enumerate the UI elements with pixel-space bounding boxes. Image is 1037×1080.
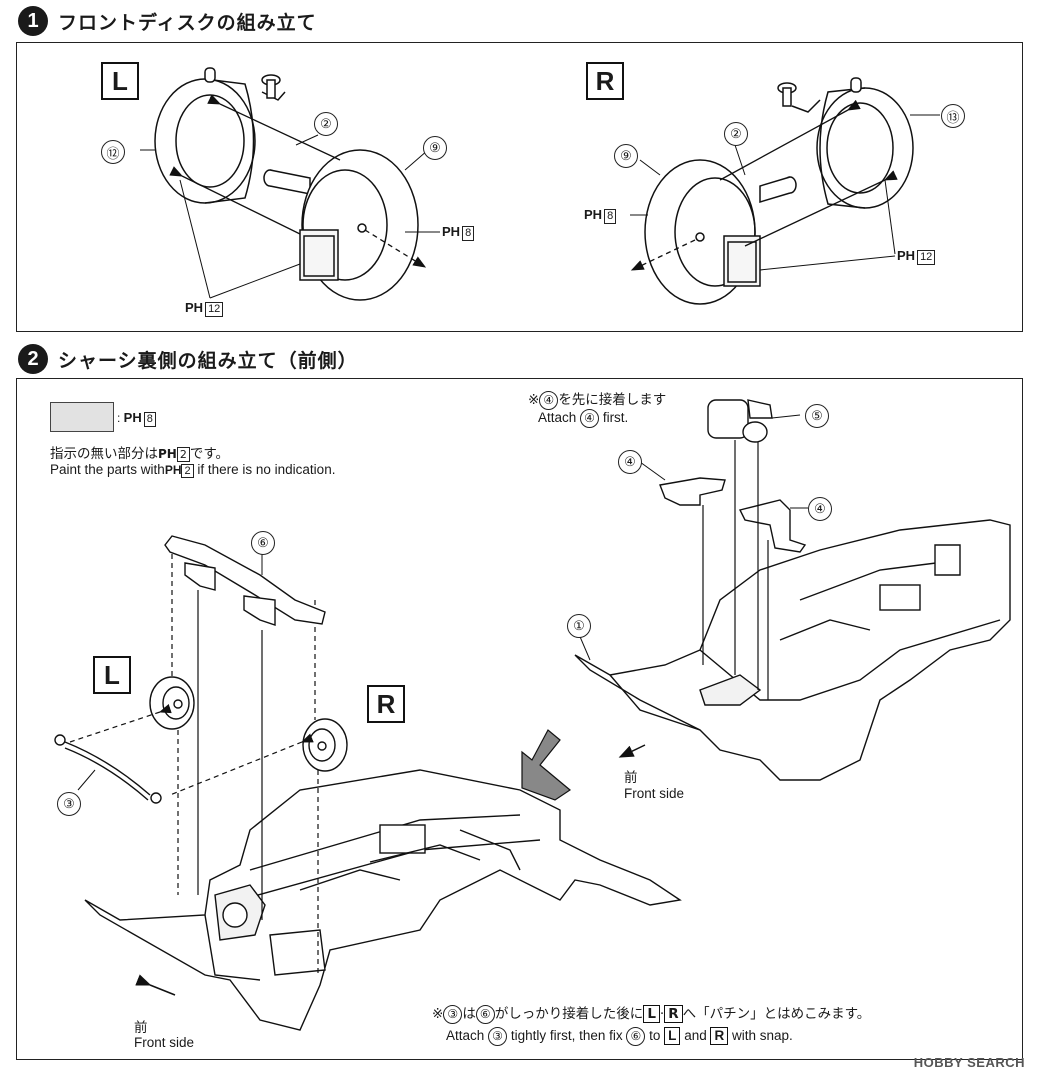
part-2-callout-right: ② <box>724 122 748 146</box>
front-jp-right: 前 <box>624 770 638 786</box>
front-jp-left: 前 <box>134 1020 148 1036</box>
left-side-label: L <box>101 62 139 100</box>
step1-number: 1 <box>18 6 48 36</box>
left-hub-small <box>149 676 195 730</box>
part4a-drawing <box>659 477 726 506</box>
step2-title: シャーシ裏側の組み立て（前側） <box>58 349 358 372</box>
right-hub-drawing <box>777 77 914 209</box>
direction-arrow <box>521 729 572 801</box>
part-1-callout: ① <box>567 614 591 638</box>
left-chassis-drawing <box>84 769 682 1031</box>
part-12-callout: ⑫ <box>101 140 125 164</box>
part-9-callout: ⑨ <box>423 136 447 160</box>
step2-left-label: L <box>93 656 131 694</box>
part-4a-callout: ④ <box>618 450 642 474</box>
front-en-left: Front side <box>134 1035 195 1050</box>
left-hub-drawing <box>154 67 286 204</box>
right-disc-drawing <box>644 159 761 305</box>
step1-header: 1 フロントディスクの組み立て <box>18 6 317 36</box>
bottom-note-en: Attach ③ tightly first, then fix ⑥ to L … <box>446 1027 793 1046</box>
front-en-right: Front side <box>624 786 685 801</box>
step2-header: 2 シャーシ裏側の組み立て（前側） <box>18 344 358 374</box>
right-pin-drawing <box>759 176 797 204</box>
part-2-callout: ② <box>314 112 338 136</box>
crossmember-drawing <box>164 535 326 626</box>
part-5-callout: ⑤ <box>805 404 829 428</box>
right-hub-small <box>302 718 348 772</box>
part-3-callout: ③ <box>57 792 81 816</box>
part-4b-callout: ④ <box>808 497 832 521</box>
step2-number: 2 <box>18 344 48 374</box>
step1-title: フロントディスクの組み立て <box>58 11 317 34</box>
color-swatch <box>50 402 114 432</box>
attach-note-en: Attach ④ first. <box>538 409 628 428</box>
right-chassis-drawing <box>574 519 1011 781</box>
part-13-callout: ⑬ <box>941 104 965 128</box>
part-9-callout-right: ⑨ <box>614 144 638 168</box>
part-6-callout: ⑥ <box>251 531 275 555</box>
step2-panel <box>16 378 1023 1060</box>
step2-right-label: R <box>367 685 405 723</box>
watermark: HOBBY SEARCH <box>913 1055 1025 1070</box>
tie-rod-drawing <box>54 734 162 804</box>
left-disc-drawing <box>299 149 419 301</box>
right-side-label: R <box>586 62 624 100</box>
left-pin-drawing <box>263 169 311 195</box>
